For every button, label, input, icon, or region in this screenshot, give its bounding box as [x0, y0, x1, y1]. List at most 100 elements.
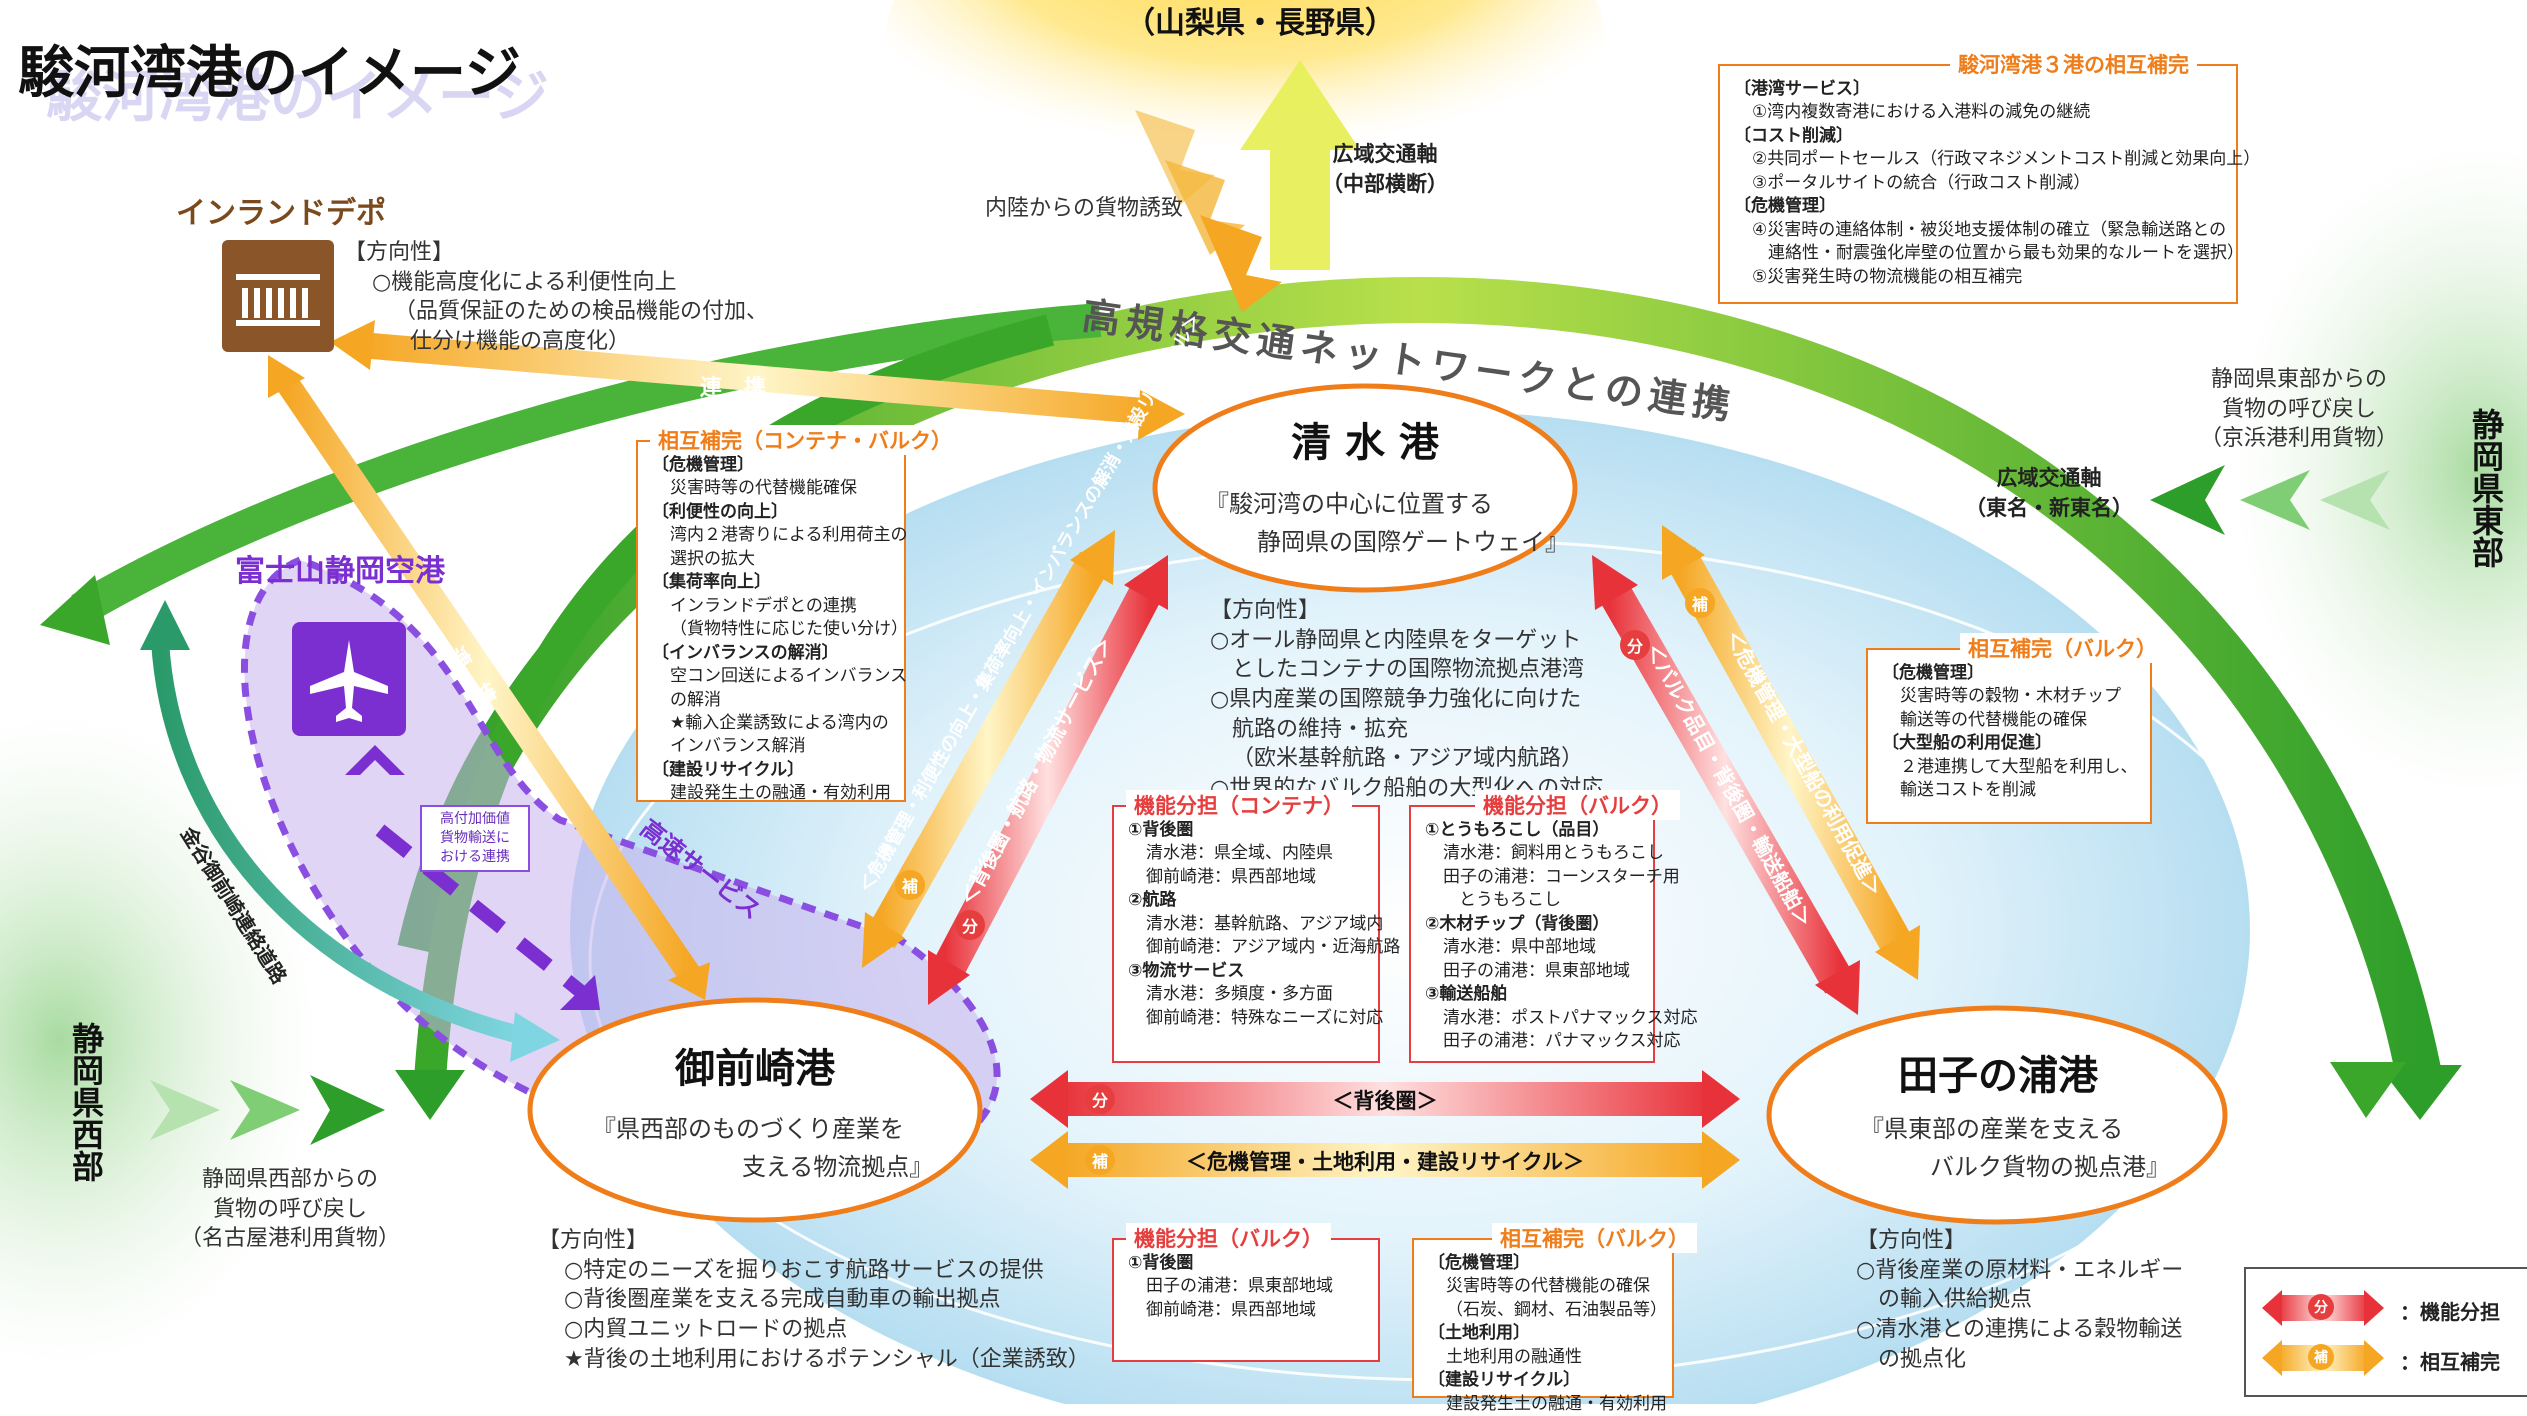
mc-line: 〔危機管理〕 — [652, 455, 754, 475]
three-line: ③ポータルサイトの統合（行政コスト削減） — [1752, 172, 2091, 193]
three-line: ②共同ポートセールス（行政マネジメントコスト削減と効果向上） — [1752, 149, 2261, 170]
east-blob — [2230, 140, 2527, 800]
mutual-container-box: 相互補完（コンテナ・バルク） 〔危機管理〕災害時等の代替機能確保〔利便性の向上〕… — [636, 425, 960, 804]
page-title: 駿河湾港のイメージ — [18, 41, 521, 106]
tagonoura-port-desc: 『県東部の産業を支えるバルク貨物の拠点港』 — [1860, 1115, 2170, 1182]
ot-mutual-label: ＜危機管理・土地利用・建設リサイクル＞ — [1186, 1150, 1584, 1174]
airport-note: 高付加価値貨物輸送における連携 — [420, 805, 530, 872]
ot-func-label: ＜背後圏＞ — [1332, 1089, 1438, 1113]
page-title-shadow: 駿河湾港のイメージ — [46, 65, 549, 130]
three-ports-box: 駿河湾港３港の相互補完 〔港湾サービス〕①湾内複数寄港における入港料の減免の継続… — [1718, 49, 2261, 304]
west-return-label: 静岡県西部からの貨物の呼び戻し（名古屋港利用貨物） — [180, 1167, 401, 1252]
depot-direction: 【方向性】 ○機能高度化による利便性向上 （品質保証のための検品機能の付加、 仕… — [344, 240, 769, 355]
mc-line: の解消 — [670, 689, 721, 710]
mbr-line: 〔大型船の利用促進〕 — [1882, 733, 2052, 754]
mc-line: インランドデポとの連携 — [670, 595, 857, 616]
omaezaki-direction: 【方向性】 ○特定のニーズを掘りおこす航路サービスの提供 ○背後圏産業を支える完… — [538, 1228, 1090, 1372]
three-line: 〔コスト削減〕 — [1734, 125, 1853, 146]
west-blob — [0, 710, 320, 1370]
omaezaki-port-name: 御前崎港 — [675, 1046, 835, 1092]
mc-line: 建設発生土の融通・有効利用 — [670, 783, 891, 804]
region-yamanashi: （山梨県・長野県） — [1125, 6, 1395, 41]
region-east: 静岡県東部 — [2467, 408, 2505, 568]
legend-func-label: ：機能分担 — [2400, 1300, 2500, 1324]
legend-bun-badge: 分 — [2308, 1294, 2334, 1320]
badge-bun-sm: 分 — [955, 910, 985, 940]
fbt-line: 清水港：県中部地域 — [1443, 937, 1596, 958]
fbt-line: とうもろこし — [1459, 890, 1561, 911]
chubu-axis-label: 広域交通軸（中部横断） — [1322, 142, 1448, 196]
mc-line: 〔建設リサイクル〕 — [652, 759, 805, 780]
tagonoura-direction: 【方向性】 ○背後産業の原材料・エネルギー の輸入供給拠点 ○清水港との連携によ… — [1856, 1228, 2184, 1372]
mbb-line: （石炭、鋼材、石油製品等） — [1446, 1299, 1667, 1320]
fbt-line: ②木材チップ（背後圏） — [1425, 913, 1610, 934]
func-bulk-bottom-box: 機能分担（バルク） ①背後圏田子の浦港：県東部地域御前崎港：県西部地域 — [1112, 1223, 1380, 1362]
mc-line: 災害時等の代替機能確保 — [670, 478, 857, 499]
three-line: ①湾内複数寄港における入港料の減免の継続 — [1752, 102, 2091, 123]
mc-line: 空コン回送によるインバランス — [670, 666, 908, 687]
badge-ho-sm: 補 — [895, 870, 925, 900]
shimizu-oval — [1152, 383, 1578, 593]
fc-line: 御前崎港：アジア域内・近海航路 — [1146, 937, 1401, 958]
legend-ho-badge: 補 — [2308, 1344, 2334, 1370]
fbt-line: 田子の浦港：県東部地域 — [1443, 960, 1630, 981]
badge-bun-st: 分 — [1620, 630, 1650, 660]
fc-line: ②航路 — [1128, 890, 1177, 911]
mbb-line: 〔土地利用〕 — [1428, 1323, 1530, 1344]
fbt-line: 清水港：飼料用とうもろこし — [1443, 843, 1664, 864]
mbb-line: 〔危機管理〕 — [1428, 1253, 1530, 1273]
fc-line: 御前崎港：県西部地域 — [1146, 866, 1316, 887]
yamanashi-blob — [885, 0, 1605, 220]
east-return-label: 静岡県東部からの貨物の呼び戻し（京浜港利用貨物） — [2200, 367, 2399, 452]
three-line: ⑤災害発生時の物流機能の相互補完 — [1752, 266, 2023, 287]
badge-ho-st: 補 — [1685, 588, 1715, 618]
tagonoura-oval — [1766, 1005, 2228, 1225]
three-line: ④災害時の連絡体制・被災地支援体制の確立（緊急輸送路との — [1752, 219, 2227, 240]
legend-mutual-label: ：相互補完 — [2400, 1350, 2500, 1374]
mc-line: 〔インバランスの解消〕 — [652, 642, 839, 663]
omaezaki-port-desc: 『県西部のものづくり産業を支える物流拠点』 — [592, 1115, 934, 1182]
tagonoura-port-name: 田子の浦港 — [1898, 1053, 2098, 1099]
mbb-line: 建設発生土の融通・有効利用 — [1446, 1393, 1667, 1414]
fbt-line: 清水港：ポストパナマックス対応 — [1443, 1007, 1698, 1028]
mc-line: 湾内２港寄りによる利用荷主の — [670, 525, 908, 546]
badge-bun-ot: 分 — [1085, 1084, 1115, 1114]
airport-title: 富士山静岡空港 — [235, 554, 445, 589]
mbr-line: 〔危機管理〕 — [1882, 663, 1984, 683]
three-line: 〔港湾サービス〕 — [1734, 79, 1870, 99]
badge-ho-ot: 補 — [1085, 1145, 1115, 1175]
depot-icon — [222, 240, 334, 352]
network-arc — [397, 276, 2443, 1085]
renkei-label-1: 連 携 — [700, 376, 767, 401]
tomei-axis-label: 広域交通軸（東名・新東名） — [1965, 466, 2133, 520]
omaezaki-oval — [527, 997, 983, 1223]
three-line: 連絡性・耐震強化岸壁の位置から最も効果的なルートを選択） — [1768, 243, 2244, 264]
inland-depot-title: インランドデポ — [176, 196, 386, 231]
region-west: 静岡県西部 — [67, 1022, 105, 1182]
shimizu-direction: 【方向性】 ○オール静岡県と内陸県をターゲット としたコンテナの国際物流拠点港湾… — [1210, 598, 1604, 802]
shimizu-port-desc: 『駿河湾の中心に位置する静岡県の国際ゲートウェイ』 — [1205, 490, 1569, 557]
chubu-axis-arrow — [1240, 60, 1360, 270]
fc-line: ①背後圏 — [1128, 820, 1194, 840]
fc-line: ③物流サービス — [1128, 960, 1245, 981]
mbr-line: 災害時等の穀物・木材チップ — [1900, 686, 2121, 707]
fbt-line: 田子の浦港：コーンスターチ用 — [1443, 866, 1680, 887]
airplane-icon — [292, 622, 406, 736]
fbt-line: 田子の浦港：パナマックス対応 — [1443, 1031, 1681, 1052]
shimizu-port-name: 清 水 港 — [1291, 420, 1439, 466]
mc-line: ★輸入企業誘致による湾内の — [670, 712, 889, 733]
inland-cargo-label: 内陸からの貨物誘致 — [985, 196, 1184, 221]
fbt-line: ①とうもろこし（品目） — [1425, 820, 1610, 840]
mbr-line: 輸送コストを削減 — [1900, 780, 2036, 801]
mbb-line: 災害時等の代替機能の確保 — [1446, 1276, 1650, 1297]
fbb-line: 御前崎港：県西部地域 — [1146, 1299, 1316, 1320]
mc-line: （貨物特性に応じた使い分け） — [670, 619, 908, 640]
mc-line: 〔利便性の向上〕 — [652, 501, 788, 522]
mc-line: 〔集荷率向上〕 — [652, 572, 771, 593]
fc-line: 清水港：多頻度・多方面 — [1146, 984, 1333, 1005]
func-bulk-top-box: 機能分担（バルク） ①とうもろこし（品目）清水港：飼料用とうもろこし田子の浦港：… — [1409, 790, 1698, 1063]
fbb-line: 田子の浦港：県東部地域 — [1146, 1276, 1333, 1297]
fbb-line: ①背後圏 — [1128, 1253, 1194, 1273]
mc-line: 選択の拡大 — [670, 548, 755, 569]
